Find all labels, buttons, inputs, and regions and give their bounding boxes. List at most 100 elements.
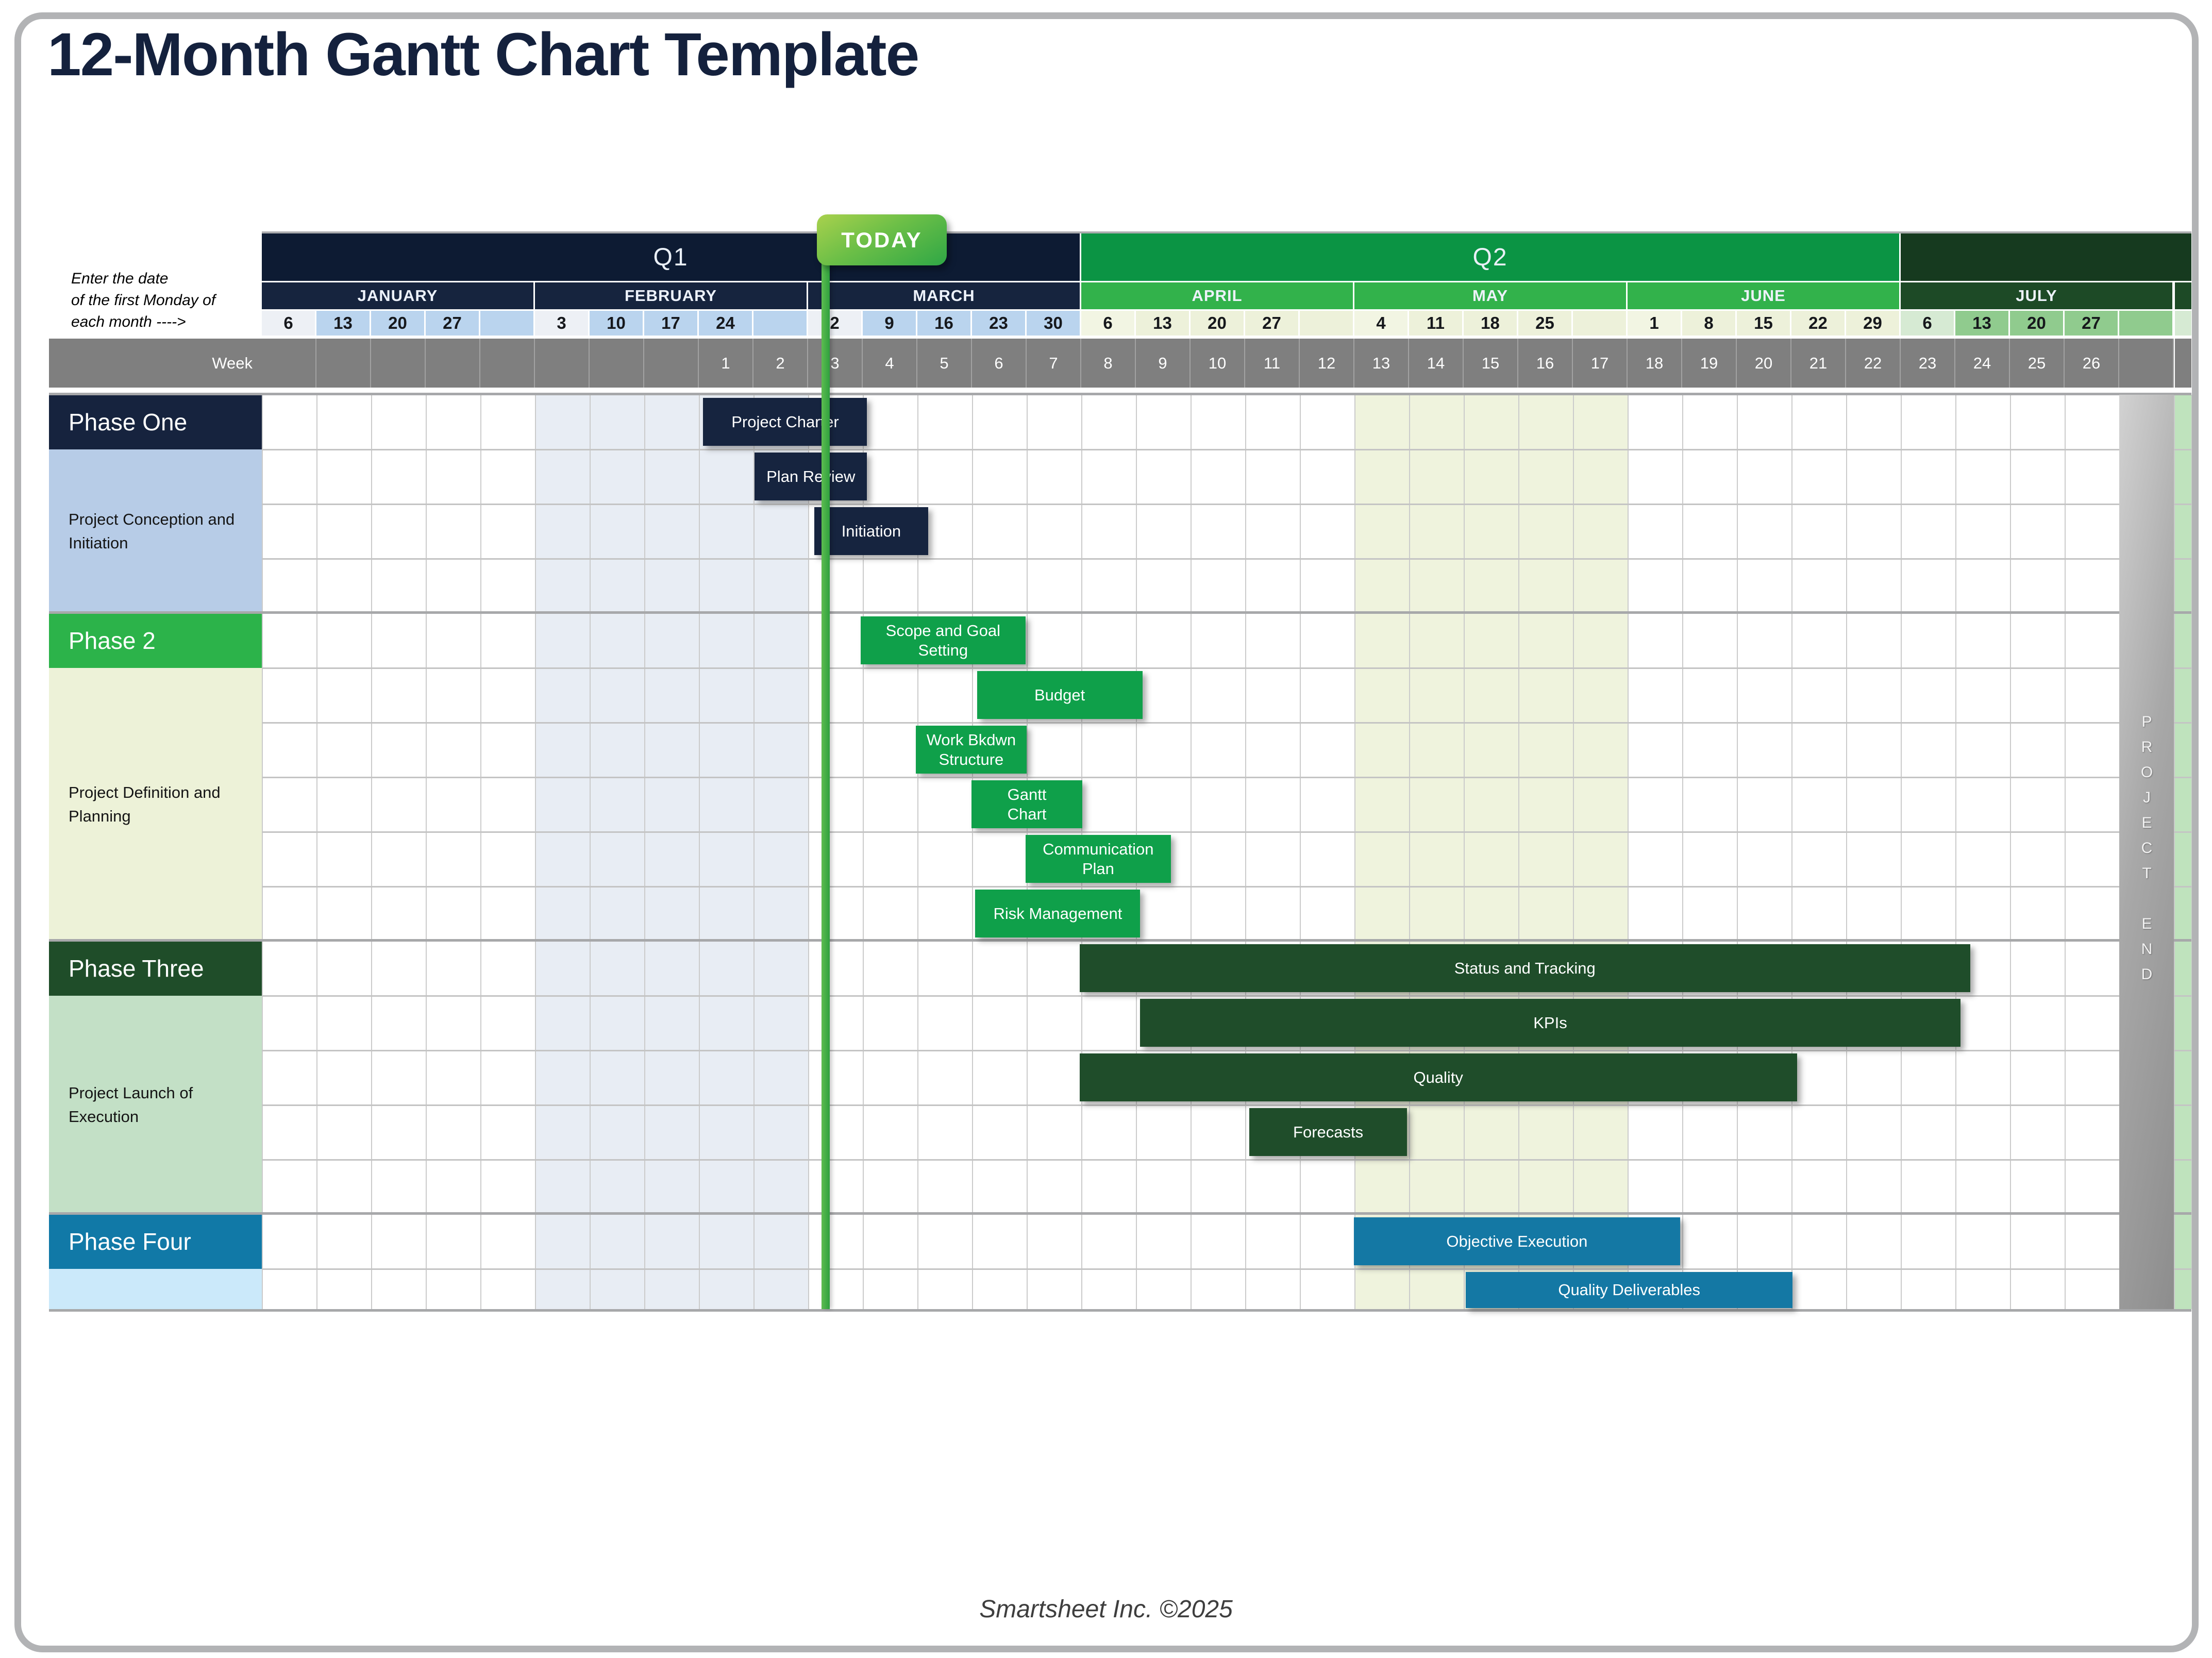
note-line-1: Enter the date — [71, 270, 169, 287]
month-header-july: JULY — [1901, 282, 2174, 309]
date-cell-july-blank4[interactable] — [2119, 311, 2174, 336]
date-cell-january-20[interactable]: 20 — [371, 311, 426, 336]
date-cell-june-1[interactable]: 1 — [1628, 311, 1682, 336]
week-cell-20: 20 — [1737, 339, 1791, 388]
week-cell-16: 16 — [1518, 339, 1573, 388]
week-cell-6: 6 — [972, 339, 1027, 388]
body-column-line — [426, 395, 427, 1309]
date-cell-february-blank4[interactable] — [753, 311, 808, 336]
today-marker-line — [822, 260, 830, 1309]
week-cell-2: 2 — [753, 339, 808, 388]
phase-label-4[interactable] — [49, 1269, 262, 1309]
phase-label-2[interactable]: Project Definition and Planning — [49, 668, 262, 941]
body-column-line — [699, 395, 700, 1309]
task-bar-project-charter[interactable]: Project Charter — [703, 398, 867, 446]
date-cell-april-20[interactable]: 20 — [1191, 311, 1245, 336]
task-bar-plan-review[interactable]: Plan Review — [755, 453, 867, 500]
task-bar-budget[interactable]: Budget — [977, 671, 1143, 719]
task-bar-objective-execution[interactable]: Objective Execution — [1353, 1217, 1680, 1265]
task-bar-initiation[interactable]: Initiation — [814, 507, 929, 555]
date-cell-february-3[interactable]: 3 — [535, 311, 590, 336]
date-cell-may-18[interactable]: 18 — [1464, 311, 1518, 336]
date-cell-may-blank4[interactable] — [1573, 311, 1628, 336]
body-column-line — [1464, 395, 1465, 1309]
date-cell-february-24[interactable]: 24 — [699, 311, 753, 336]
date-cell-february-17[interactable]: 17 — [644, 311, 699, 336]
week-cell-25: 25 — [2010, 339, 2065, 388]
week-cell-10: 10 — [1191, 339, 1245, 388]
date-cell-june-22[interactable]: 22 — [1791, 311, 1846, 336]
week-cell-edge-partial — [2175, 339, 2191, 388]
week-cell — [590, 339, 644, 388]
body-column-line — [2010, 395, 2011, 1309]
date-cell-june-8[interactable]: 8 — [1682, 311, 1737, 336]
project-end-column: PROJECT END — [2119, 395, 2174, 1309]
body-row-line — [262, 558, 2191, 560]
date-cell-march-16[interactable]: 16 — [917, 311, 972, 336]
task-bar-work-bkdwn-structure[interactable]: Work Bkdwn Structure — [915, 726, 1027, 774]
header-top-rule — [262, 231, 2191, 233]
body-column-line — [917, 395, 918, 1309]
week-cell-22: 22 — [1846, 339, 1901, 388]
section-rule — [49, 611, 2191, 614]
footer-credit: Smartsheet Inc. ©2025 — [979, 1596, 1233, 1623]
body-row-line — [262, 995, 2191, 997]
date-cell-may-25[interactable]: 25 — [1518, 311, 1573, 336]
body-column-line — [262, 395, 263, 1309]
date-cell-june-15[interactable]: 15 — [1737, 311, 1791, 336]
date-cell-march-23[interactable]: 23 — [972, 311, 1027, 336]
date-cell-january-6[interactable]: 6 — [262, 311, 316, 336]
task-bar-forecasts[interactable]: Forecasts — [1249, 1108, 1407, 1156]
phase-header-3[interactable]: Phase Three — [49, 941, 262, 996]
date-cell-april-27[interactable]: 27 — [1245, 311, 1300, 336]
phase-label-3[interactable]: Project Launch of Execution — [49, 996, 262, 1214]
date-cell-march-9[interactable]: 9 — [863, 311, 917, 336]
phase-header-2[interactable]: Phase 2 — [49, 613, 262, 668]
date-cell-april-blank4[interactable] — [1300, 311, 1354, 336]
date-cell-may-4[interactable]: 4 — [1354, 311, 1409, 336]
task-bar-kpis[interactable]: KPIs — [1140, 999, 1960, 1047]
body-column-line — [753, 395, 755, 1309]
body-column-line — [1191, 395, 1192, 1309]
date-cell-january-27[interactable]: 27 — [426, 311, 480, 336]
week-cell — [2119, 339, 2174, 388]
table-bottom-rule — [49, 1309, 2191, 1312]
task-bar-scope-and-goal-setting[interactable]: Scope and Goal Setting — [860, 616, 1026, 664]
task-bar-communication-plan[interactable]: Communication Plan — [1025, 835, 1171, 883]
task-bar-quality-deliverables[interactable]: Quality Deliverables — [1466, 1272, 1793, 1308]
date-cell-july-27[interactable]: 27 — [2065, 311, 2119, 336]
week-cell — [371, 339, 426, 388]
month-header-edge-partial — [2175, 282, 2191, 309]
date-cell-april-13[interactable]: 13 — [1136, 311, 1191, 336]
date-cell-may-11[interactable]: 11 — [1409, 311, 1464, 336]
date-cell-july-6[interactable]: 6 — [1901, 311, 1955, 336]
body-column-line — [1737, 395, 1738, 1309]
date-cell-january-blank4[interactable] — [480, 311, 535, 336]
body-column-line — [1955, 395, 1956, 1309]
body-column-line — [480, 395, 481, 1309]
date-cell-april-6[interactable]: 6 — [1081, 311, 1136, 336]
task-bar-risk-management[interactable]: Risk Management — [975, 890, 1141, 937]
task-bar-status-and-tracking[interactable]: Status and Tracking — [1079, 944, 1970, 992]
task-bar-quality[interactable]: Quality — [1079, 1053, 1797, 1101]
phase-header-1[interactable]: Phase One — [49, 395, 262, 449]
week-cell-23: 23 — [1901, 339, 1955, 388]
body-shading-may — [1354, 395, 1628, 1309]
date-cell-march-30[interactable]: 30 — [1027, 311, 1081, 336]
week-cell-24: 24 — [1955, 339, 2010, 388]
week-cell-17: 17 — [1573, 339, 1628, 388]
phase-label-1[interactable]: Project Conception and Initiation — [49, 449, 262, 613]
date-cell-march-2[interactable]: 2 — [808, 311, 863, 336]
date-cell-june-29[interactable]: 29 — [1846, 311, 1901, 336]
note-line-3: each month ----> — [71, 313, 186, 330]
date-cell-july-13[interactable]: 13 — [1955, 311, 2010, 336]
quarter-header-q1: Q1 — [262, 233, 1081, 281]
month-header-march: MARCH — [808, 282, 1081, 309]
phase-header-4[interactable]: Phase Four — [49, 1214, 262, 1269]
date-cell-february-10[interactable]: 10 — [590, 311, 644, 336]
week-cell-7: 7 — [1027, 339, 1081, 388]
date-cell-july-20[interactable]: 20 — [2010, 311, 2065, 336]
section-rule — [49, 1212, 2191, 1215]
task-bar-gantt-chart[interactable]: Gantt Chart — [971, 780, 1083, 828]
date-cell-january-13[interactable]: 13 — [316, 311, 371, 336]
